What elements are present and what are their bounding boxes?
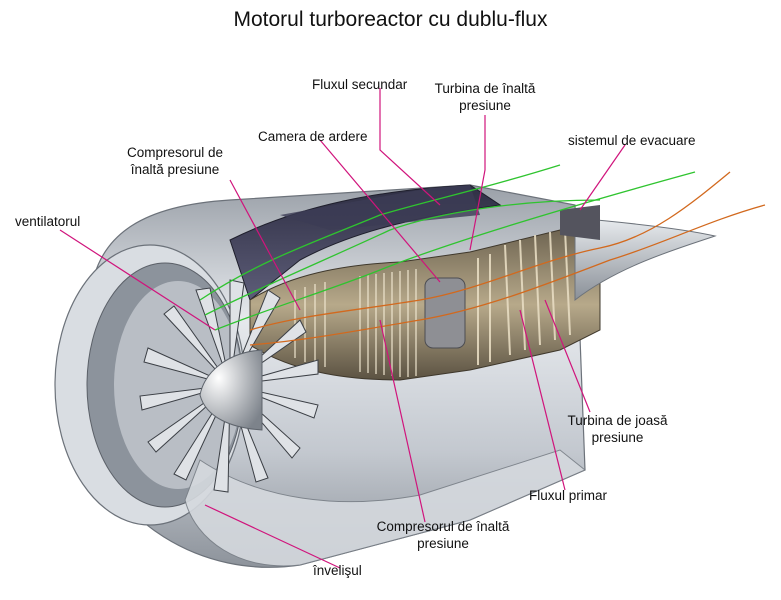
engine-core bbox=[249, 229, 601, 381]
leader-lines bbox=[59, 88, 626, 569]
label-hp-compressor-bottom-line1: Compresorul de înaltă bbox=[376, 519, 510, 534]
label-hp-turbine: Turbina de înaltă presiune bbox=[425, 80, 545, 114]
label-lp-turbine: Turbina de joasă presiune bbox=[560, 412, 675, 446]
label-primary-flow: Fluxul primar bbox=[529, 488, 608, 503]
label-hp-compressor-top-line2: înaltă presiune bbox=[130, 162, 220, 177]
label-casing: învelişul bbox=[313, 563, 362, 578]
label-hp-compressor-bottom-line2: presiune bbox=[417, 536, 469, 551]
exhaust-cone bbox=[574, 217, 717, 302]
label-hp-compressor-bottom: Compresorul de înaltă presiune bbox=[358, 518, 528, 552]
secondary-flow-lines bbox=[199, 164, 696, 331]
label-hp-turbine-line1: Turbina de înaltă bbox=[434, 81, 536, 96]
page-title: Motorul turboreactor cu dublu-flux bbox=[233, 8, 548, 31]
label-lp-turbine-line2: presiune bbox=[591, 430, 644, 445]
label-fan: ventilatorul bbox=[15, 214, 81, 229]
label-hp-compressor-top-line1: Compresorul de bbox=[126, 145, 224, 160]
label-hp-turbine-line2: presiune bbox=[459, 98, 511, 113]
label-hp-compressor-top: Compresorul de înaltă presiune bbox=[110, 144, 240, 178]
label-combustion-chamber: Camera de ardere bbox=[258, 129, 368, 144]
label-lp-turbine-line1: Turbina de joasă bbox=[567, 413, 668, 428]
label-secondary-flow: Fluxul secundar bbox=[312, 77, 408, 92]
label-exhaust-system: sistemul de evacuare bbox=[568, 133, 696, 148]
fan-spinner bbox=[199, 349, 263, 431]
primary-flow-lines bbox=[249, 171, 766, 346]
